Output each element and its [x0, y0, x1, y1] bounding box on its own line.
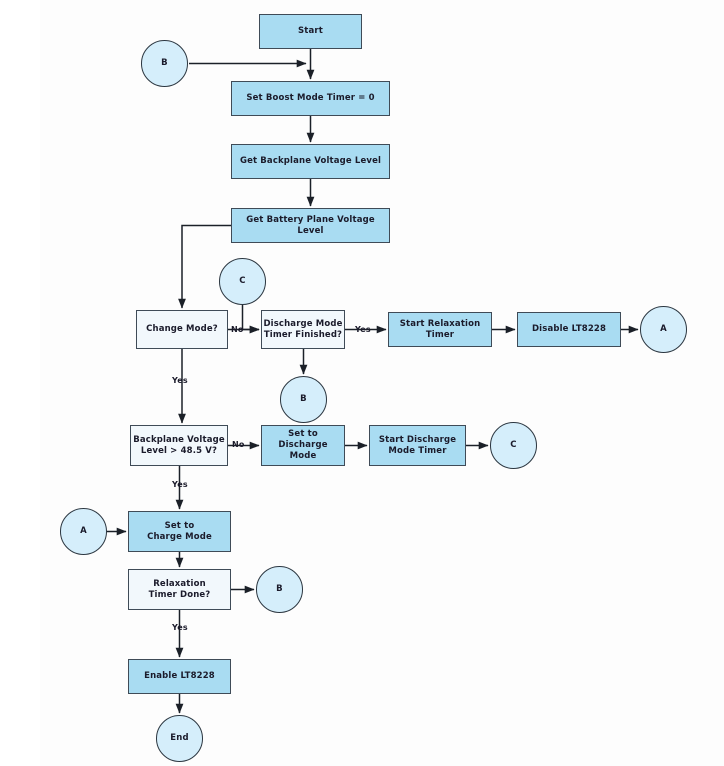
node-label: Disable LT8228	[531, 324, 607, 334]
edge-label-no-change-mode: No	[231, 325, 244, 334]
node-get-battery-plane-voltage-level[interactable]: Get Battery Plane Voltage Level	[231, 208, 390, 243]
decision-change-mode[interactable]: Change Mode?	[136, 310, 228, 349]
node-label: Set Boost Mode Timer = 0	[246, 93, 375, 103]
node-end[interactable]: End	[156, 715, 203, 762]
node-label: Start Relaxation Timer	[399, 318, 481, 340]
node-label: Get Backplane Voltage Level	[239, 156, 382, 166]
node-get-backplane-voltage-level[interactable]: Get Backplane Voltage Level	[231, 144, 390, 179]
node-label: Get Battery Plane Voltage Level	[246, 214, 375, 236]
connector-a-left[interactable]: A	[60, 508, 107, 555]
node-label: Enable LT8228	[144, 671, 215, 681]
node-label: Start	[298, 26, 323, 36]
connector-c-top[interactable]: C	[219, 258, 266, 305]
node-start-relaxation-timer[interactable]: Start Relaxation Timer	[388, 312, 492, 347]
edge-label-yes-backplane-voltage: Yes	[172, 480, 188, 489]
edge-label-no-backplane-voltage: No	[232, 440, 245, 449]
connector-label: C	[239, 276, 246, 286]
node-set-boost-mode-timer[interactable]: Set Boost Mode Timer = 0	[231, 81, 390, 116]
diagram-sheet	[40, 0, 724, 766]
connector-label: A	[660, 324, 667, 334]
node-label: Change Mode?	[146, 324, 218, 334]
node-enable-lt8228[interactable]: Enable LT8228	[128, 659, 231, 694]
edge-label-yes-change-mode: Yes	[172, 376, 188, 385]
connector-label: B	[161, 58, 168, 68]
edge-label-yes-relaxation-timer: Yes	[172, 623, 188, 632]
connector-a-right[interactable]: A	[640, 306, 687, 353]
connector-b-middle[interactable]: B	[280, 376, 327, 423]
edge-label-yes-discharge-timer: Yes	[355, 325, 371, 334]
node-start[interactable]: Start	[259, 14, 362, 49]
node-disable-lt8228[interactable]: Disable LT8228	[517, 312, 621, 347]
connector-label: B	[300, 394, 307, 404]
connector-b-top[interactable]: B	[141, 40, 188, 87]
connector-label: End	[170, 733, 189, 743]
connector-b-bottom[interactable]: B	[256, 566, 303, 613]
connector-c-right[interactable]: C	[490, 422, 537, 469]
connector-label: A	[80, 526, 87, 536]
connector-label: C	[510, 440, 517, 450]
connector-label: B	[276, 584, 283, 594]
